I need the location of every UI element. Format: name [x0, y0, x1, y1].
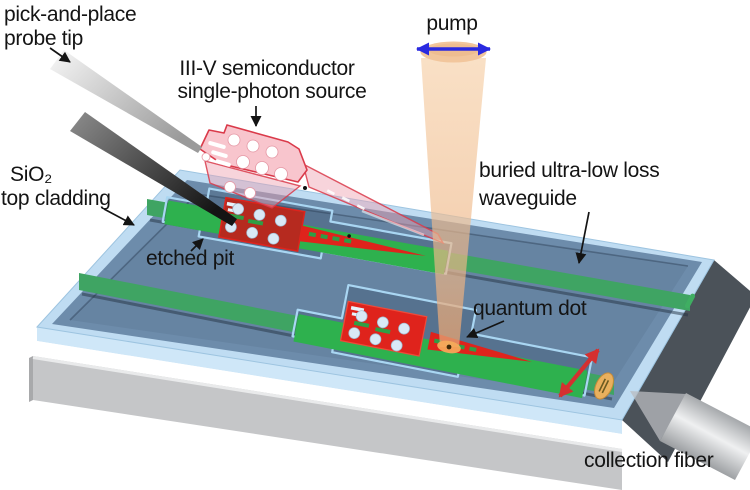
quantum-dot-point	[446, 344, 452, 350]
waveguide-a-facet-end	[684, 293, 696, 309]
label-waveguide-line2: waveguide	[478, 187, 577, 210]
label-waveguide-line1: buried ultra-low loss	[479, 159, 659, 182]
membrane-taper-slots	[326, 189, 366, 211]
cladding-arrow-icon	[103, 208, 135, 226]
waveguide-arrow-icon	[575, 211, 590, 264]
chip-top-surface	[52, 180, 702, 408]
collection-fiber	[630, 391, 750, 480]
membrane-taper-highlight	[361, 209, 425, 237]
device-a-mark-dot	[347, 234, 351, 238]
etched-pit-arrow-icon	[190, 238, 204, 252]
picked-membrane	[199, 124, 445, 245]
device-a-photonic-membrane	[218, 196, 426, 256]
pump-beam	[416, 41, 491, 347]
quantum-dot-arrow-icon	[466, 320, 505, 339]
label-pick-and-place-line2: probe tip	[4, 27, 83, 50]
label-source-line2: single-photon source	[178, 80, 367, 103]
membrane-slots	[208, 141, 231, 167]
chip	[29, 169, 750, 490]
membrane-lower-skirt	[204, 160, 302, 209]
label-etched-pit: etched pit	[146, 247, 235, 270]
label-source-line1: III-V semiconductor	[179, 57, 355, 80]
substrate-left-face	[29, 356, 33, 402]
substrate-top-highlight	[32, 356, 623, 452]
membrane-mark-dot	[303, 186, 307, 190]
label-quantum-dot: quantum dot	[473, 297, 587, 320]
quantum-dot-glow	[437, 340, 461, 354]
emission-polarization-double-arrow-icon	[558, 348, 600, 398]
positioning-probe-dark	[70, 112, 237, 226]
label-cladding-line1: SiO₂	[10, 163, 52, 186]
chip-front-lower-cladding	[37, 341, 622, 448]
label-cladding-line2: top cladding	[1, 187, 111, 210]
fiber-cylinder	[660, 393, 750, 480]
chip-front-cladding-edge	[37, 327, 622, 434]
label-pump: pump	[426, 12, 477, 35]
substrate-front-face	[33, 356, 622, 490]
labels: pick-and-place probe tip III-V semicondu…	[1, 3, 714, 472]
device-a-taper	[299, 225, 426, 256]
fiber-lensed-tip	[630, 391, 686, 441]
probe-tip-arrow-icon	[49, 47, 71, 63]
label-collection-fiber: collection fiber	[584, 449, 714, 472]
label-pick-and-place-line1: pick-and-place	[4, 3, 136, 26]
pick-and-place-probe-tip	[50, 50, 202, 153]
